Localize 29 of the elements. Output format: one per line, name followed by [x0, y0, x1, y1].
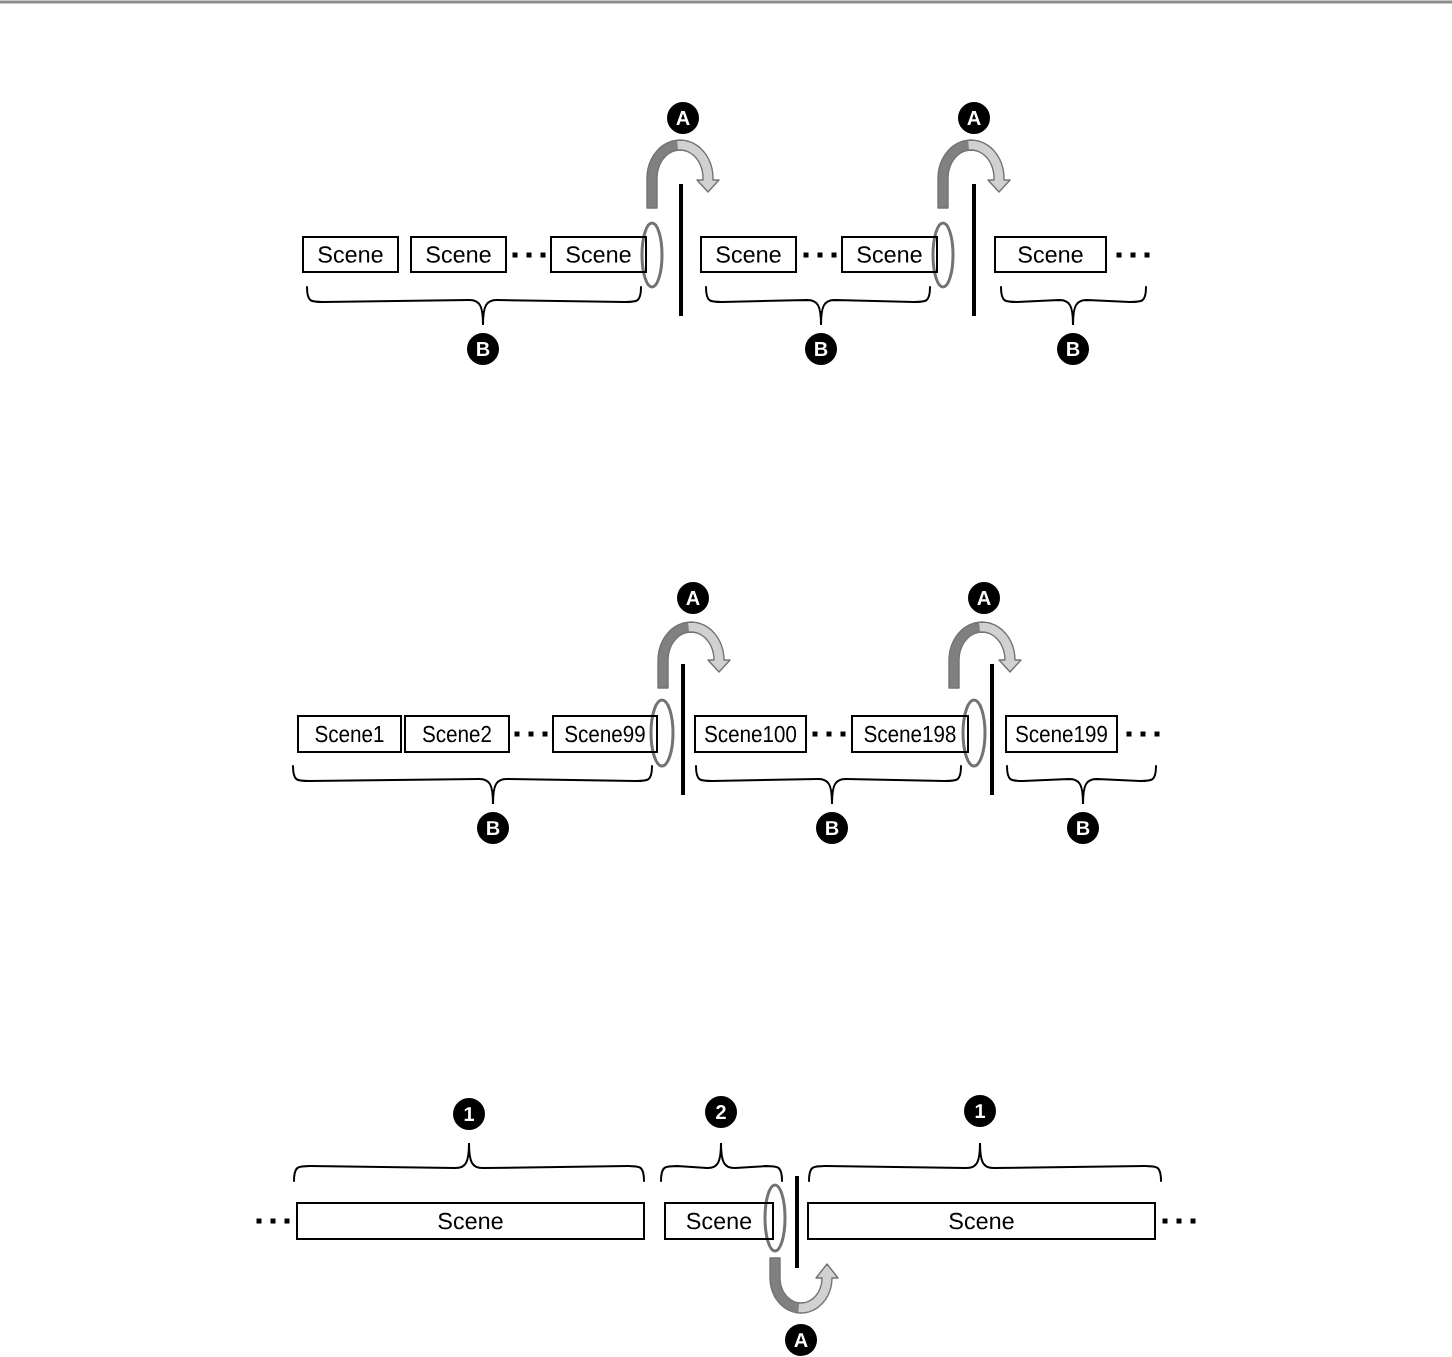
callout-number: B — [477, 812, 509, 844]
scene-box: Scene2 — [404, 715, 510, 753]
scene-box: Scene — [296, 1202, 645, 1240]
scene-box: Scene — [994, 236, 1107, 273]
scene-box: Scene99 — [552, 715, 658, 753]
scene-box: Scene — [410, 236, 507, 273]
scene-box: Scene1 — [297, 715, 402, 753]
scene-box: Scene — [664, 1202, 774, 1240]
callout-number: B — [805, 333, 837, 365]
callout-number: 1 — [964, 1095, 996, 1127]
callout-number: B — [816, 812, 848, 844]
callout-number: A — [958, 102, 990, 134]
callout-number: A — [785, 1324, 817, 1356]
scene-box: Scene — [841, 236, 938, 273]
callout-number: A — [677, 582, 709, 614]
scene-box: Scene198 — [851, 715, 969, 753]
scene-box: Scene100 — [694, 715, 807, 753]
scene-box: Scene199 — [1005, 715, 1118, 753]
callout-number: 2 — [705, 1096, 737, 1128]
callout-number: B — [1057, 333, 1089, 365]
callout-number: 1 — [453, 1098, 485, 1130]
scene-box: Scene — [807, 1202, 1156, 1240]
scene-box: Scene — [302, 236, 399, 273]
callout-number: A — [968, 582, 1000, 614]
callout-number: B — [1067, 812, 1099, 844]
callout-number: B — [467, 333, 499, 365]
scene-box: Scene — [550, 236, 647, 273]
scene-box: Scene — [700, 236, 797, 273]
callout-number: A — [667, 102, 699, 134]
